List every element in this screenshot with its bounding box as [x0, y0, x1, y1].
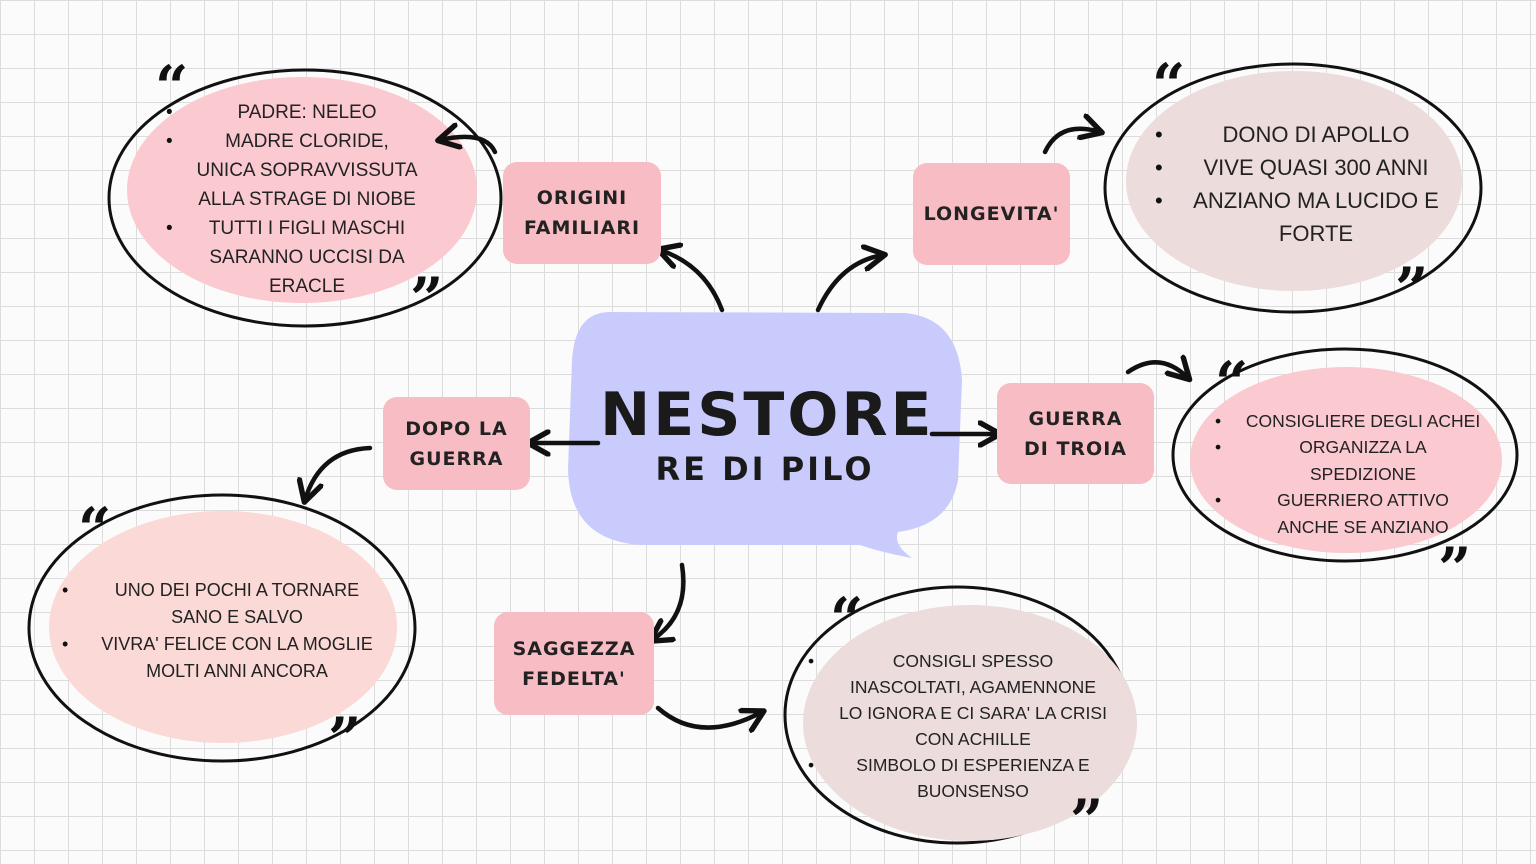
bullet-item: SIMBOLO DI ESPERIENZA E BUONSENSO — [808, 752, 1108, 804]
bullet-item: GUERRIERO ATTIVO ANCHE SE ANZIANO — [1215, 487, 1481, 540]
quote-open-icon: “ — [830, 585, 864, 653]
topic-label-line: LONGEVITA' — [923, 203, 1060, 225]
arrow-center-to-saggezza — [652, 562, 686, 640]
topic-longevita: LONGEVITA' — [913, 163, 1070, 265]
bullet-item: MADRE CLORIDE, UNICA SOPRAVVISSUTA ALLA … — [166, 127, 418, 214]
topic-label-line: DI TROIA — [1024, 437, 1127, 460]
topic-label-line: GUERRA — [1028, 407, 1123, 430]
arrow-longevita-to-bubble — [1042, 129, 1100, 155]
bubble-origini: PADRE: NELEO MADRE CLORIDE, UNICA SOPRAV… — [166, 95, 418, 303]
quote-close-icon: ” — [1438, 535, 1472, 603]
center-subtitle: RE DI PILO — [655, 450, 875, 488]
bubble-saggezza: CONSIGLI SPESSO INASCOLTATI, AGAMENNONE … — [808, 648, 1108, 801]
bullet-item: UNO DEI POCHI A TORNARE SANO E SALVO — [62, 577, 382, 631]
bullet-item: VIVE QUASI 300 ANNI — [1155, 151, 1447, 184]
topic-label-line: DOPO LA — [405, 417, 508, 440]
bullet-item: VIVRA' FELICE CON LA MOGLIE MOLTI ANNI A… — [62, 631, 382, 685]
arrow-dopo-to-bubble — [305, 445, 373, 500]
arrow-guerra-to-bubble — [1125, 362, 1188, 378]
bullet-item: CONSIGLIERE DEGLI ACHEI — [1215, 408, 1481, 435]
bullet-item: ANZIANO MA LUCIDO E FORTE — [1155, 184, 1447, 250]
bubble-dopo: UNO DEI POCHI A TORNARE SANO E SALVO VIV… — [62, 576, 382, 686]
arrow-origini-to-bubble — [440, 137, 498, 155]
arrow-center-to-longevita — [815, 255, 883, 313]
quote-open-icon: “ — [1215, 349, 1249, 417]
bullet-item: DONO DI APOLLO — [1155, 118, 1447, 151]
quote-close-icon: ” — [328, 705, 362, 773]
center-title: NESTORE — [600, 380, 935, 450]
bullet-item: ORGANIZZA LA SPEDIZIONE — [1215, 434, 1481, 487]
quote-open-icon: “ — [78, 495, 112, 563]
bullet-item: CONSIGLI SPESSO INASCOLTATI, AGAMENNONE … — [808, 648, 1108, 752]
topic-label-line: ORIGINI — [536, 187, 628, 209]
topic-dopo-la-guerra: DOPO LA GUERRA — [383, 397, 530, 490]
center-speech-bubble — [568, 312, 962, 558]
topic-guerra-di-troia: GUERRA DI TROIA — [997, 383, 1154, 484]
bullet-item: PADRE: NELEO — [166, 98, 418, 127]
topic-label-line: SAGGEZZA — [512, 637, 636, 660]
quote-close-icon: ” — [1395, 255, 1429, 323]
bubble-longevita: DONO DI APOLLO VIVE QUASI 300 ANNI ANZIA… — [1155, 116, 1447, 252]
topic-label-line: FEDELTA' — [522, 667, 626, 690]
topic-label-line: FAMILIARI — [523, 217, 641, 239]
bullet-item: TUTTI I FIGLI MASCHI SARANNO UCCISI DA E… — [166, 214, 418, 301]
arrow-center-to-origini — [660, 250, 725, 313]
topic-saggezza-fedelta: SAGGEZZA FEDELTA' — [494, 612, 654, 715]
topic-label-line: GUERRA — [409, 447, 504, 470]
bubble-guerra: CONSIGLIERE DEGLI ACHEI ORGANIZZA LA SPE… — [1215, 408, 1481, 537]
quote-open-icon: “ — [1152, 51, 1186, 119]
arrow-saggezza-to-bubble — [655, 705, 762, 728]
topic-origini-familiari: ORIGINI FAMILIARI — [503, 162, 661, 264]
